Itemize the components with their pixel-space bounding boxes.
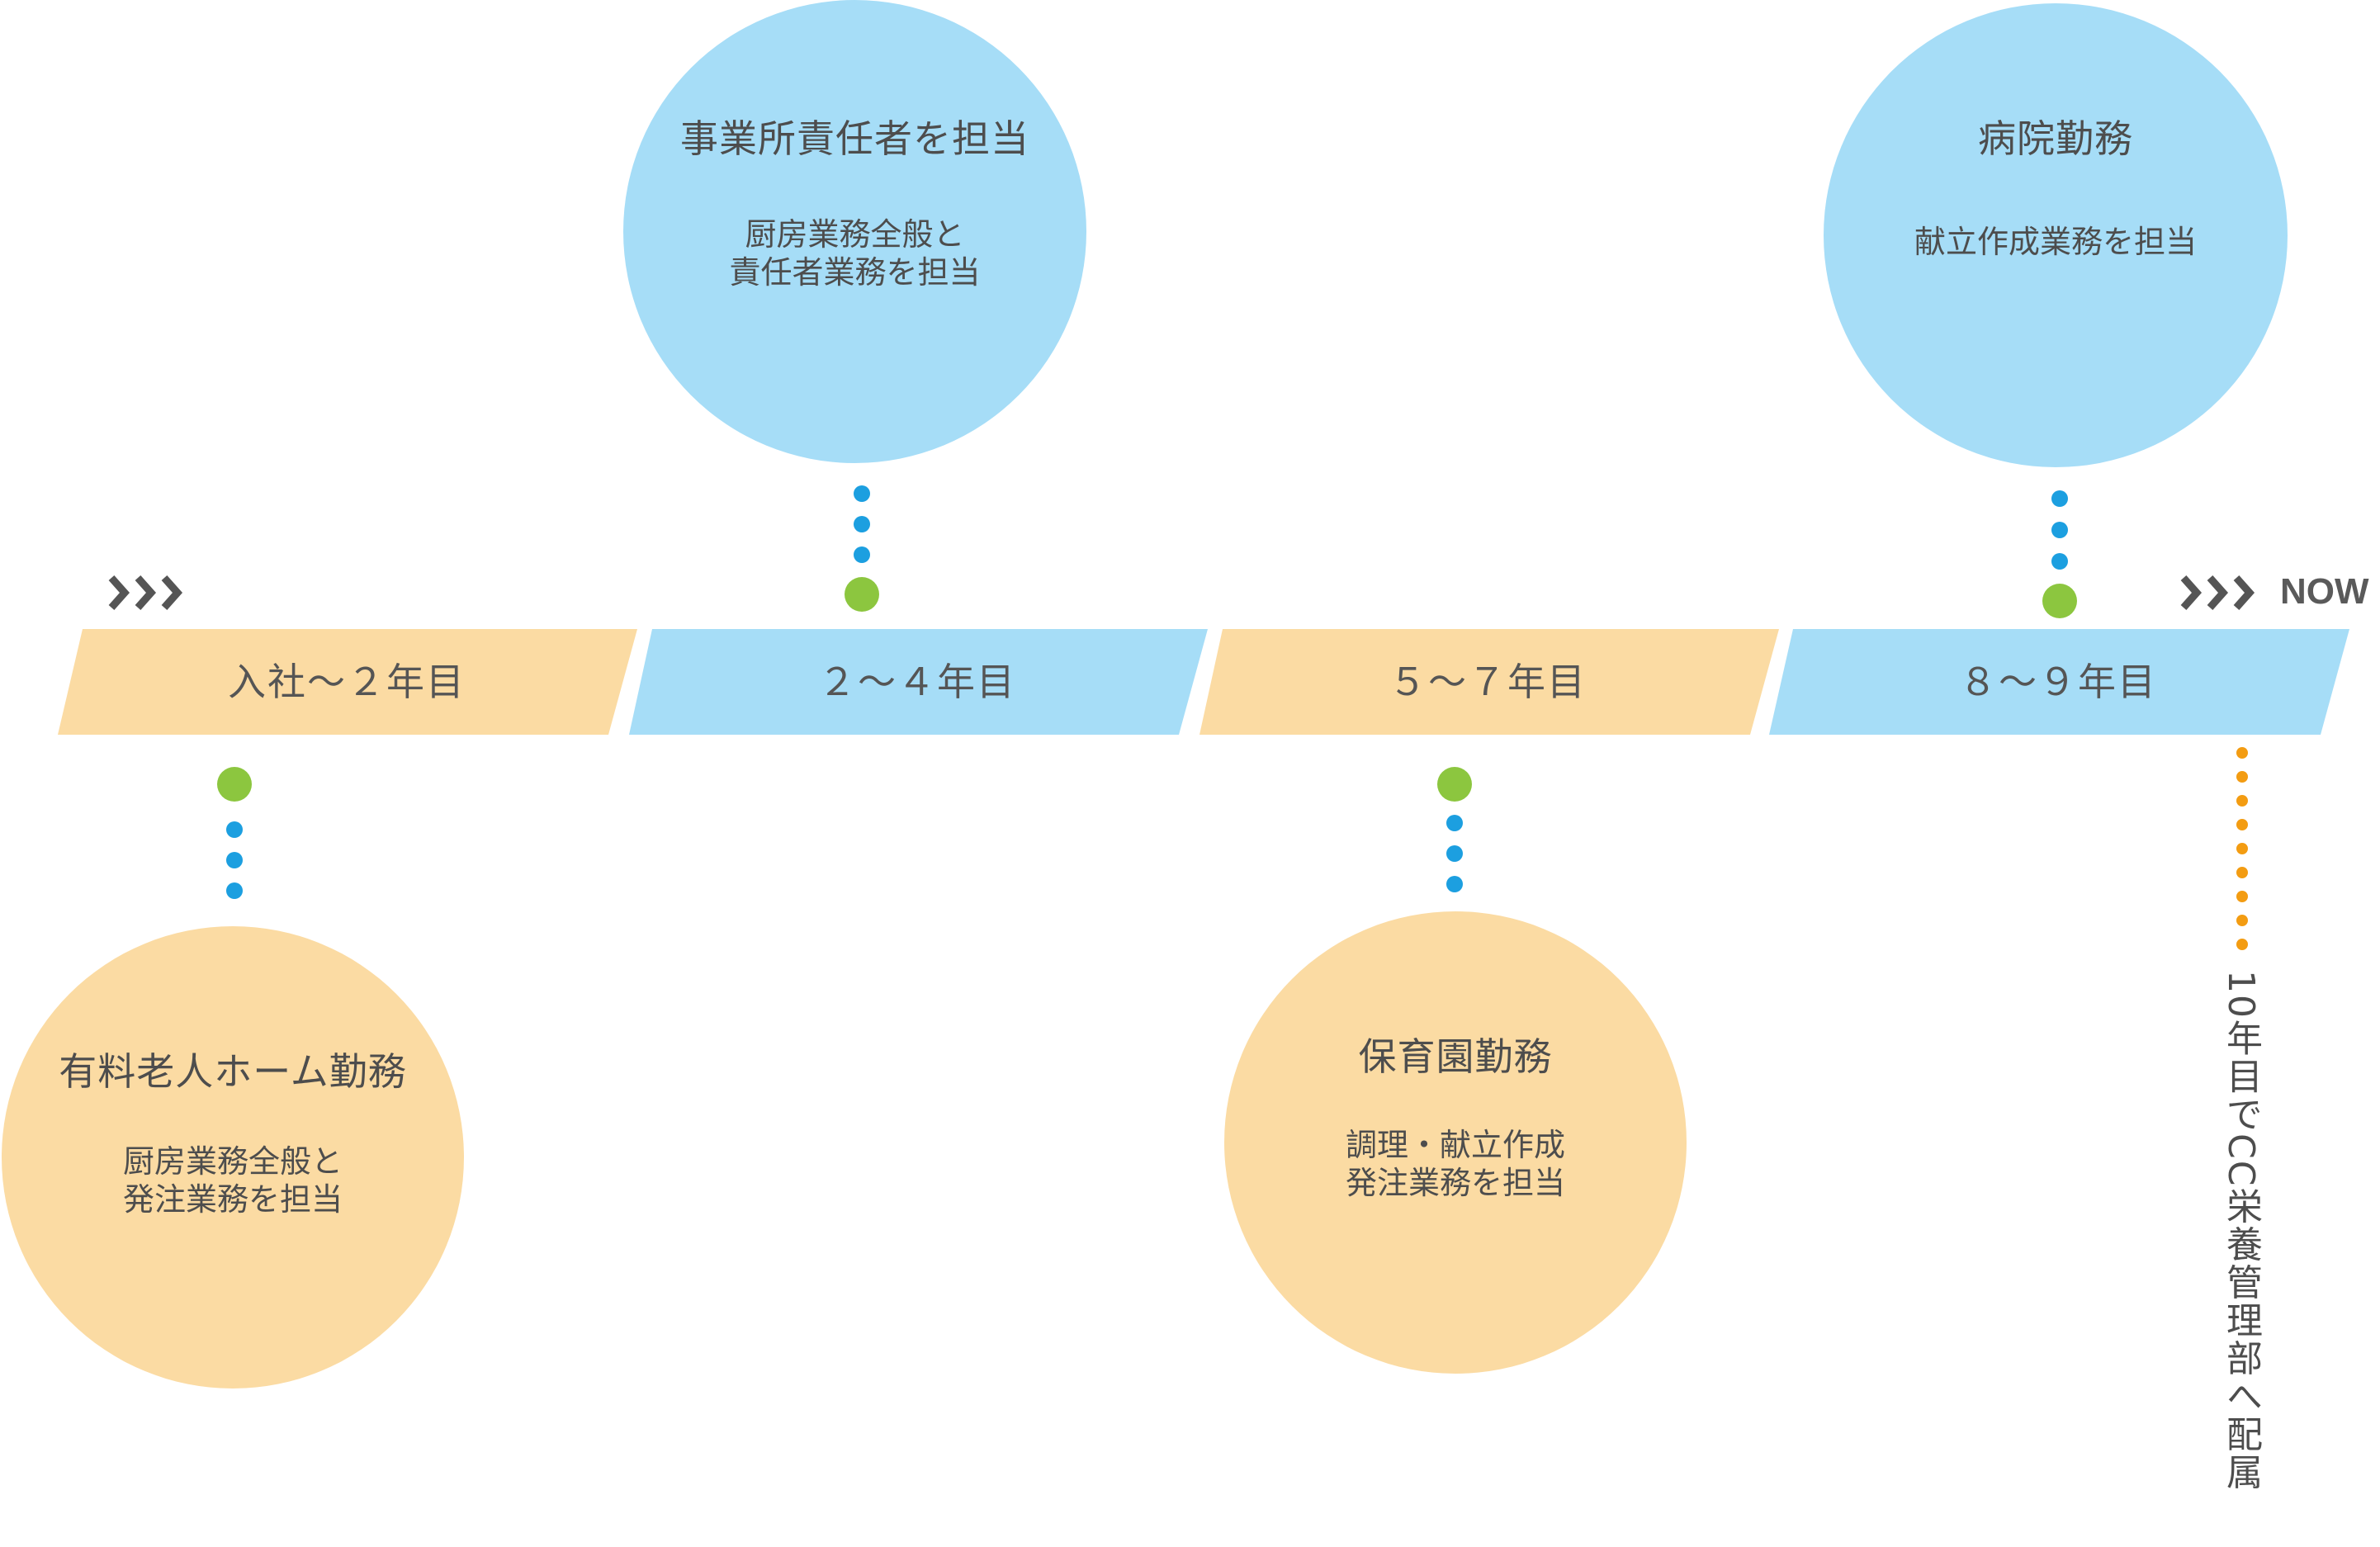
now-chevrons-icon [2180,575,2255,610]
period-band-1 [58,629,637,735]
green-marker [2042,584,2077,618]
future-note: 10年目でCC栄養管理部へ配属 [2220,970,2262,1492]
connector-dot [854,516,870,532]
green-marker [217,767,252,802]
milestone-circle-4: 病院勤務 献立作成業務を担当 [1824,3,2288,467]
milestone-circle-2: 事業所責任者を担当 厨房業務全般と 責任者業務を担当 [623,0,1086,463]
green-marker [1437,767,1472,802]
connector-dot [1446,876,1463,892]
period-label-1: 入社〜２年目 [228,660,466,704]
milestone-desc-line: 調理・献立作成 [1345,1127,1565,1163]
milestone-desc-line: 発注業務を担当 [122,1181,343,1218]
connector-dot [2051,553,2068,570]
connector-dot [226,821,243,838]
milestone-title: 事業所責任者を担当 [680,116,1029,161]
milestone-circle-3: 保育園勤務 調理・献立作成 発注業務を担当 [1224,911,1687,1374]
start-chevrons-icon [108,575,183,610]
connector-dot [854,546,870,563]
connector-dot [854,485,870,502]
milestone-circle-1: 有料老人ホーム勤務 厨房業務全般と 発注業務を担当 [2,926,464,1389]
milestone-title: 保育園勤務 [1358,1034,1553,1079]
now-label: NOW [2280,571,2369,612]
period-band-3 [1199,629,1779,735]
milestone-desc-line: 献立作成業務を担当 [1914,224,2197,260]
connector-dot [2051,522,2068,538]
period-label-4: ８〜９年目 [1959,660,2157,704]
future-dotted-line [2236,747,2248,950]
green-marker [845,577,879,612]
milestone-title: 有料老人ホーム勤務 [59,1049,407,1094]
milestone-desc-line: 責任者業務を担当 [729,254,981,291]
connector-dot [226,882,243,899]
milestone-title: 病院勤務 [1978,116,2133,161]
connector-dot [1446,815,1463,831]
connector-dot [226,852,243,868]
connector-dot [2051,490,2068,507]
period-label-2: ２〜４年目 [818,660,1016,704]
period-band-4 [1769,629,2349,735]
period-band-2 [629,629,1208,735]
milestone-desc-line: 発注業務を担当 [1345,1165,1565,1201]
milestone-desc-line: 厨房業務全般と [122,1143,343,1180]
milestone-desc-line: 厨房業務全般と [745,216,965,253]
connector-dot [1446,845,1463,862]
period-label-3: ５〜７年目 [1389,660,1587,704]
